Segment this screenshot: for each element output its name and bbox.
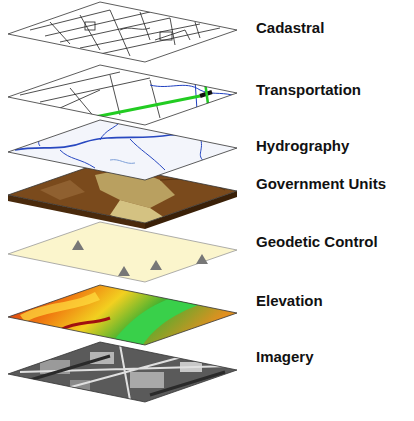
highway (90, 96, 200, 118)
stream (130, 139, 165, 170)
transportation-outline (8, 65, 237, 125)
elevation-outline (8, 285, 237, 345)
parcel-line (50, 10, 200, 56)
elevation-detail (20, 290, 220, 350)
stream (60, 150, 95, 168)
layer-label: Imagery (256, 348, 314, 366)
highway (205, 82, 208, 104)
stream (110, 160, 135, 164)
cadastral-detail (30, 10, 220, 56)
hydrography-detail (15, 122, 235, 170)
geodetic-layer (8, 222, 237, 282)
stream (170, 125, 185, 135)
building (130, 372, 164, 388)
geodetic-plane (8, 222, 237, 282)
elevation-ridge (60, 318, 110, 330)
transportation-detail (20, 72, 232, 118)
road (20, 72, 160, 118)
elevation-band (20, 292, 100, 322)
cadastral-outline (8, 2, 237, 62)
control-point (72, 240, 84, 250)
elevation-layer (8, 285, 237, 350)
imagery-detail (20, 345, 230, 400)
cadastral-plane (8, 2, 237, 62)
hydrography-plane (8, 120, 237, 180)
layer-label: Transportation (256, 81, 361, 99)
layer-label: Hydrography (256, 137, 349, 155)
river (15, 134, 235, 150)
imagery-plane (8, 342, 237, 402)
control-point (196, 254, 208, 264)
transportation-plane (8, 65, 237, 125)
parcel-line (120, 28, 190, 40)
layer-label: Geodetic Control (256, 233, 378, 251)
imagery-outline (8, 342, 237, 402)
layer-label: Government Units (256, 175, 386, 193)
imagery-layer (8, 342, 237, 402)
stream-road (150, 85, 232, 95)
government-area (40, 180, 85, 200)
parcel (85, 22, 95, 30)
road (20, 345, 230, 400)
boundary (160, 178, 225, 190)
transportation-layer (8, 65, 237, 125)
layer-label: Cadastral (256, 19, 324, 37)
parcel (160, 32, 172, 40)
control-point (118, 266, 130, 276)
stream (100, 122, 120, 140)
hydrography-layer (8, 120, 237, 180)
control-point (150, 260, 162, 270)
hydrography-outline (8, 120, 237, 180)
cadastral-layer (8, 2, 237, 62)
government-area (110, 200, 165, 226)
layer-label: Elevation (256, 292, 323, 310)
